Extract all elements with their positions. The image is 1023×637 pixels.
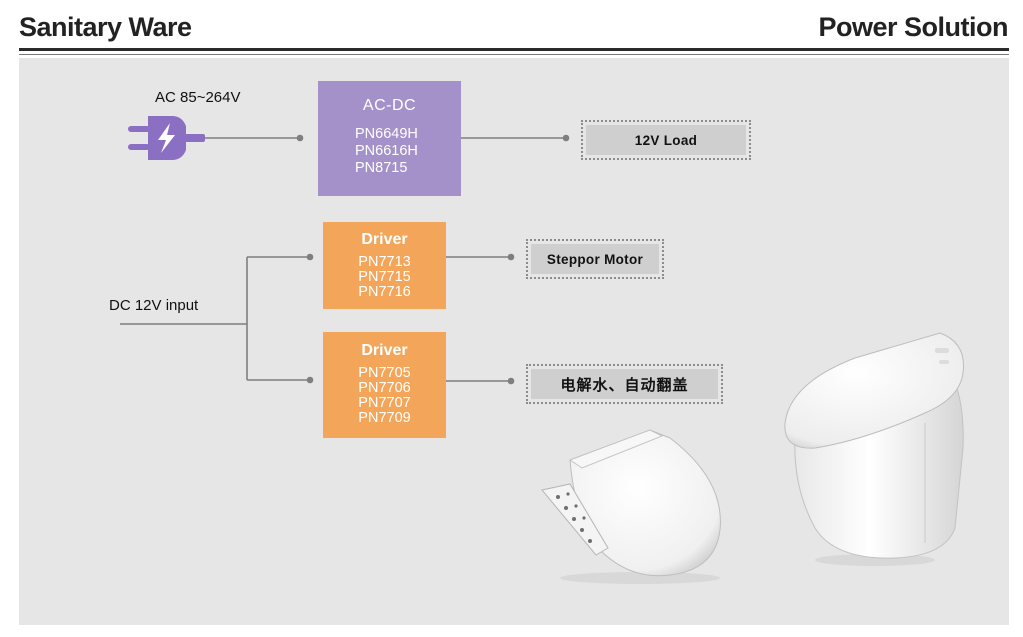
- header-rule-thick: [19, 48, 1009, 51]
- load-electrolysis-lid-label: 电解水、自动翻盖: [531, 369, 718, 399]
- driver2-part: PN7705: [358, 365, 411, 381]
- page-title-left: Sanitary Ware: [19, 12, 192, 42]
- acdc-converter-box: AC-DC PN6649H PN6616H PN8715: [318, 81, 461, 196]
- page-title-right: Power Solution: [818, 12, 1008, 42]
- driver2-title: Driver: [361, 342, 408, 359]
- dc-input-label: DC 12V input: [109, 297, 199, 314]
- driver1-part: PN7716: [358, 284, 411, 300]
- driver1-output-dot: [507, 253, 515, 261]
- acdc-part: PN8715: [355, 160, 408, 176]
- header-rule-thin: [19, 54, 1009, 55]
- power-plug-icon: [128, 116, 205, 160]
- driver1-part: PN7715: [358, 269, 411, 285]
- driver2-part: PN7706: [358, 380, 411, 396]
- driver-box-2: Driver PN7705 PN7706 PN7707 PN7709: [323, 332, 446, 438]
- driver2-part: PN7707: [358, 395, 411, 411]
- driver2-part: PN7709: [358, 410, 411, 426]
- smart-toilet-image: [784, 332, 965, 566]
- smart-toilet-seat-image: [541, 429, 721, 584]
- acdc-part: PN6649H: [355, 126, 418, 142]
- driver1-part-list: PN7713 PN7715 PN7716: [323, 255, 446, 300]
- acdc-part: PN6616H: [355, 143, 418, 159]
- driver2-output-dot: [507, 377, 515, 385]
- load-12v-label: 12V Load: [586, 125, 746, 155]
- acdc-output-dot: [562, 134, 570, 142]
- driver2-input-dot: [306, 376, 314, 384]
- acdc-title: AC-DC: [362, 97, 417, 114]
- driver1-part: PN7713: [358, 254, 411, 270]
- load-stepper-motor-label: Steppor Motor: [531, 244, 659, 274]
- load-stepper-motor: Steppor Motor: [526, 239, 664, 279]
- driver2-part-list: PN7705 PN7706 PN7707 PN7709: [323, 366, 446, 426]
- load-electrolysis-lid: 电解水、自动翻盖: [526, 364, 723, 404]
- ac-input-dot: [296, 134, 304, 142]
- driver-box-1: Driver PN7713 PN7715 PN7716: [323, 222, 446, 309]
- driver1-title: Driver: [361, 231, 408, 248]
- load-12v: 12V Load: [581, 120, 751, 160]
- acdc-part-list: PN6649H PN6616H PN8715: [355, 126, 418, 177]
- driver1-input-dot: [306, 253, 314, 261]
- ac-input-label: AC 85~264V: [155, 89, 241, 106]
